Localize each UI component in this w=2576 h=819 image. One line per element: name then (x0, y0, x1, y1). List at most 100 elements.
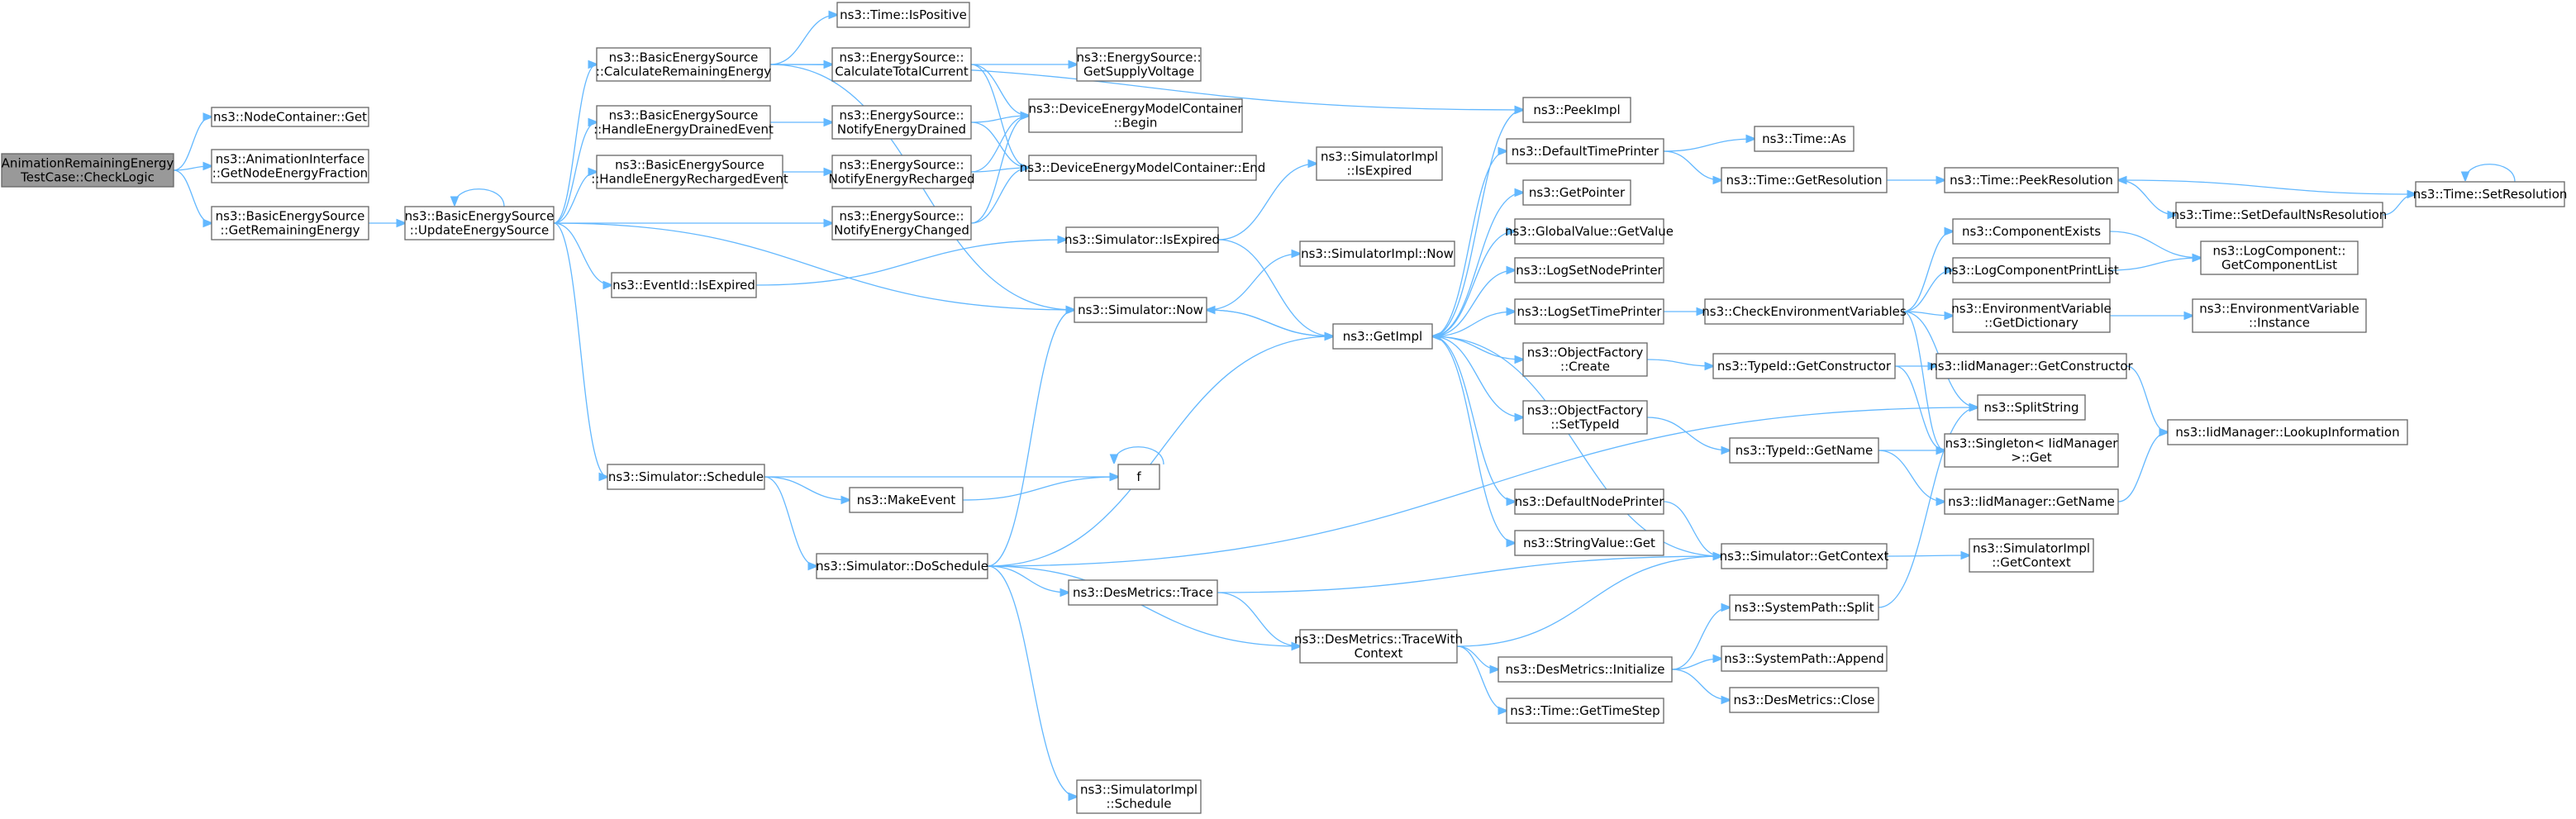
edge-arrow (1431, 312, 1515, 337)
node-checkenv[interactable]: ns3::CheckEnvironmentVariables (1702, 298, 1907, 325)
node-of-settypeid[interactable]: ns3::ObjectFactory::SetTypeId (1522, 400, 1648, 435)
node-demc-begin[interactable]: ns3::DeviceEnergyModelContainer::Begin (1028, 98, 1243, 133)
edge-arrow (2126, 365, 2168, 432)
edge-sim_dosched-to-simimpl_sched (987, 565, 1077, 797)
node-simimpl-isexpired[interactable]: ns3::SimulatorImpl::IsExpired (1316, 146, 1443, 181)
edge-arrow (1431, 193, 1523, 337)
node-sim-schedule[interactable]: ns3::Simulator::Schedule (607, 464, 765, 490)
node-simimpl-now[interactable]: ns3::SimulatorImpl::Now (1299, 240, 1455, 267)
node-gv-getvalue[interactable]: ns3::GlobalValue::GetValue (1505, 218, 1674, 245)
node-time-setdefns[interactable]: ns3::Time::SetDefaultNsResolution (2172, 202, 2388, 228)
node-box (1117, 464, 1160, 490)
node-splitstring[interactable]: ns3::SplitString (1977, 394, 2086, 421)
node-box (1729, 437, 1879, 464)
edge-arrow (1432, 336, 1722, 557)
node-label: ns3::SystemPath::Append (1724, 651, 1884, 666)
node-nc-get[interactable]: ns3::NodeContainer::Get (211, 107, 369, 127)
node-ev-getdict[interactable]: ns3::EnvironmentVariable::GetDictionary (1951, 298, 2112, 333)
node-box (836, 2, 970, 28)
node-es-changed[interactable]: ns3::EnergySource::NotifyEnergyChanged (831, 206, 972, 240)
node-es-notdrained[interactable]: ns3::EnergySource::NotifyEnergyDrained (831, 105, 972, 140)
node-getpointer[interactable]: ns3::GetPointer (1522, 179, 1631, 206)
edge-compexists-to-lc_getlist (2109, 231, 2201, 258)
edge-arrow (755, 240, 1066, 286)
node-time-pos[interactable]: ns3::Time::IsPositive (836, 2, 970, 28)
node-label: ns3::Simulator::GetContext (1720, 549, 1889, 564)
node-iid-lookup[interactable]: ns3::IidManager::LookupInformation (2167, 419, 2408, 445)
node-box (1068, 579, 1218, 606)
node-lc-getlist[interactable]: ns3::LogComponent::GetComponentList (2200, 240, 2359, 275)
node-es-supply[interactable]: ns3::EnergySource::GetSupplyVoltage (1076, 47, 1202, 82)
node-time-peekres[interactable]: ns3::Time::PeekResolution (1944, 167, 2119, 193)
node-label: ns3::SimulatorImpl (1321, 150, 1438, 164)
node-iid-getname[interactable]: ns3::IidManager::GetName (1944, 488, 2119, 515)
node-makeevent[interactable]: ns3::MakeEvent (849, 487, 964, 513)
node-root[interactable]: AnimationRemainingEnergyTestCase::CheckL… (1, 153, 174, 188)
edge-getimpl-to-getpointer (1431, 193, 1523, 337)
node-f[interactable]: f (1117, 464, 1160, 490)
node-sim-getctx[interactable]: ns3::Simulator::GetContext (1720, 543, 1889, 569)
node-singleton-get[interactable]: ns3::Singleton< IidManager>::Get (1944, 433, 2119, 468)
edge-dm_init-to-sp_append (1671, 659, 1721, 670)
node-time-gettimestep[interactable]: ns3::Time::GetTimeStep (1506, 698, 1664, 724)
node-sp-append[interactable]: ns3::SystemPath::Append (1721, 645, 1888, 672)
node-dm-init[interactable]: ns3::DesMetrics::Initialize (1498, 656, 1673, 683)
edge-arrow (2382, 194, 2416, 216)
node-evt-expired[interactable]: ns3::EventId::IsExpired (611, 272, 757, 298)
node-defnodeprinter[interactable]: ns3::DefaultNodePrinter (1514, 488, 1665, 515)
node-label: ns3::EventId::IsExpired (612, 278, 755, 293)
node-bes-recharged[interactable]: ns3::BasicEnergySource::HandleEnergyRech… (591, 155, 788, 189)
node-sim-now[interactable]: ns3::Simulator::Now (1074, 297, 1207, 323)
edge-getimpl-to-sv_get (1431, 336, 1515, 543)
node-sp-split[interactable]: ns3::SystemPath::Split (1729, 594, 1879, 621)
node-label: ::Create (1560, 360, 1610, 374)
node-label: TestCase::CheckLogic (20, 170, 155, 185)
node-bes-getrem[interactable]: ns3::BasicEnergySource::GetRemainingEner… (211, 206, 369, 240)
node-bes-drained[interactable]: ns3::BasicEnergySource::HandleEnergyDrai… (593, 105, 774, 140)
node-bes-update[interactable]: ns3::BasicEnergySource::UpdateEnergySour… (404, 206, 555, 240)
edge-of_create-to-tid_getctor (1646, 359, 1713, 366)
node-sv-get[interactable]: ns3::StringValue::Get (1514, 530, 1664, 556)
node-es-notrecharged[interactable]: ns3::EnergySource::NotifyEnergyRecharged (829, 155, 975, 189)
node-box (1506, 698, 1664, 724)
node-getimpl[interactable]: ns3::GetImpl (1332, 323, 1433, 350)
node-label: ns3::TypeId::GetName (1736, 443, 1873, 458)
node-dm-trace[interactable]: ns3::DesMetrics::Trace (1068, 579, 1218, 606)
node-label: ::Instance (2249, 316, 2310, 331)
node-logsettime[interactable]: ns3::LogSetTimePrinter (1514, 298, 1664, 325)
node-logcompprint[interactable]: ns3::LogComponentPrintList (1944, 257, 2119, 283)
node-iid-getctor[interactable]: ns3::IidManager::GetConstructor (1930, 353, 2134, 379)
edge-bes_update-to-bes_drained (553, 122, 597, 224)
node-deftimeprinter[interactable]: ns3::DefaultTimePrinter (1506, 138, 1664, 164)
node-es-calctotal[interactable]: ns3::EnergySource::CalculateTotalCurrent (831, 47, 972, 82)
node-time-getres[interactable]: ns3::Time::GetResolution (1721, 167, 1888, 193)
node-compexists[interactable]: ns3::ComponentExists (1952, 218, 2111, 245)
node-tid-getctor[interactable]: ns3::TypeId::GetConstructor (1712, 353, 1896, 379)
node-sim-isexpired[interactable]: ns3::Simulator::IsExpired (1064, 226, 1220, 253)
edge-getimpl-to-defnodeprinter (1431, 336, 1515, 502)
node-label: ns3::SystemPath::Split (1734, 600, 1874, 615)
edge-arrow (553, 64, 597, 224)
node-tid-getname[interactable]: ns3::TypeId::GetName (1729, 437, 1879, 464)
node-time-setres[interactable]: ns3::Time::SetResolution (2413, 181, 2568, 207)
node-time-as[interactable]: ns3::Time::As (1754, 126, 1855, 152)
edge-arrow (1671, 669, 1730, 700)
node-label: ns3::BasicEnergySource (609, 50, 759, 65)
node-peekimpl[interactable]: ns3::PeekImpl (1522, 97, 1631, 123)
node-simimpl-getctx[interactable]: ns3::SimulatorImpl::GetContext (1969, 538, 2094, 573)
edge-arrow (1217, 239, 1333, 336)
node-sim-dosched[interactable]: ns3::Simulator::DoSchedule (816, 553, 988, 579)
node-ev-instance[interactable]: ns3::EnvironmentVariable::Instance (2192, 298, 2367, 333)
node-dm-close[interactable]: ns3::DesMetrics::Close (1729, 687, 1879, 713)
node-ai-frac[interactable]: ns3::AnimationInterface::GetNodeEnergyFr… (211, 149, 369, 183)
node-label: ns3::GetPointer (1529, 185, 1626, 200)
node-box (1944, 433, 2119, 468)
node-logsetnode[interactable]: ns3::LogSetNodePrinter (1514, 257, 1664, 283)
node-simimpl-sched[interactable]: ns3::SimulatorImpl::Schedule (1076, 779, 1202, 814)
node-bes-calc[interactable]: ns3::BasicEnergySource::CalculateRemaini… (596, 47, 771, 82)
edge-arrow (2465, 164, 2516, 183)
node-demc-end[interactable]: ns3::DeviceEnergyModelContainer::End (1020, 155, 1265, 181)
node-of-create[interactable]: ns3::ObjectFactory::Create (1522, 342, 1648, 377)
node-label: ns3::Time::As (1762, 131, 1846, 146)
